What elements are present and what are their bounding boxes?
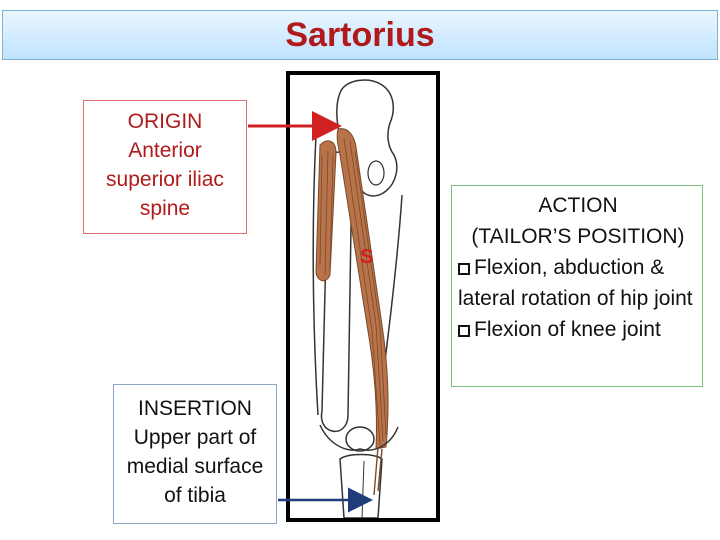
obturator-foramen [367, 160, 385, 186]
checkbox-bullet-icon [458, 263, 470, 275]
sartorius-tendon [373, 446, 383, 496]
leg-illustration [312, 79, 403, 518]
origin-heading: ORIGIN [127, 110, 203, 133]
action-bullet-2-text: Flexion of knee joint [474, 318, 661, 341]
femur-condyles [319, 424, 399, 451]
checkbox-bullet-icon [458, 325, 470, 337]
action-subheading: (TAILOR’S POSITION) [471, 225, 685, 248]
insertion-line-2: medial surface [126, 455, 264, 478]
insertion-line-3: of tibia [164, 484, 226, 507]
thigh-outline-lateral [312, 134, 319, 416]
action-bullet-1: Flexion, abduction & lateral rotation of… [458, 252, 698, 314]
slide-title: Sartorius [285, 15, 435, 54]
insertion-line-1: Upper part of [133, 426, 257, 449]
insertion-box: INSERTION Upper part of medial surface o… [113, 384, 277, 524]
patella [345, 426, 375, 452]
sartorius-muscle [336, 128, 389, 450]
title-bar: Sartorius [2, 10, 718, 60]
origin-box: ORIGIN Anterior superior iliac spine [83, 100, 247, 234]
action-bullet-2: Flexion of knee joint [458, 314, 698, 345]
origin-line-3: spine [139, 197, 191, 220]
anatomy-figure [286, 71, 440, 522]
action-heading: ACTION [538, 194, 618, 217]
sartorius-label: S [360, 246, 374, 268]
origin-line-2: superior iliac [106, 168, 224, 191]
action-bullet-1-text: Flexion, abduction & lateral rotation of… [458, 256, 693, 310]
insertion-heading: INSERTION [138, 397, 252, 420]
origin-line-1: Anterior [128, 139, 202, 162]
action-box: ACTION (TAILOR’S POSITION) Flexion, abdu… [451, 185, 703, 387]
